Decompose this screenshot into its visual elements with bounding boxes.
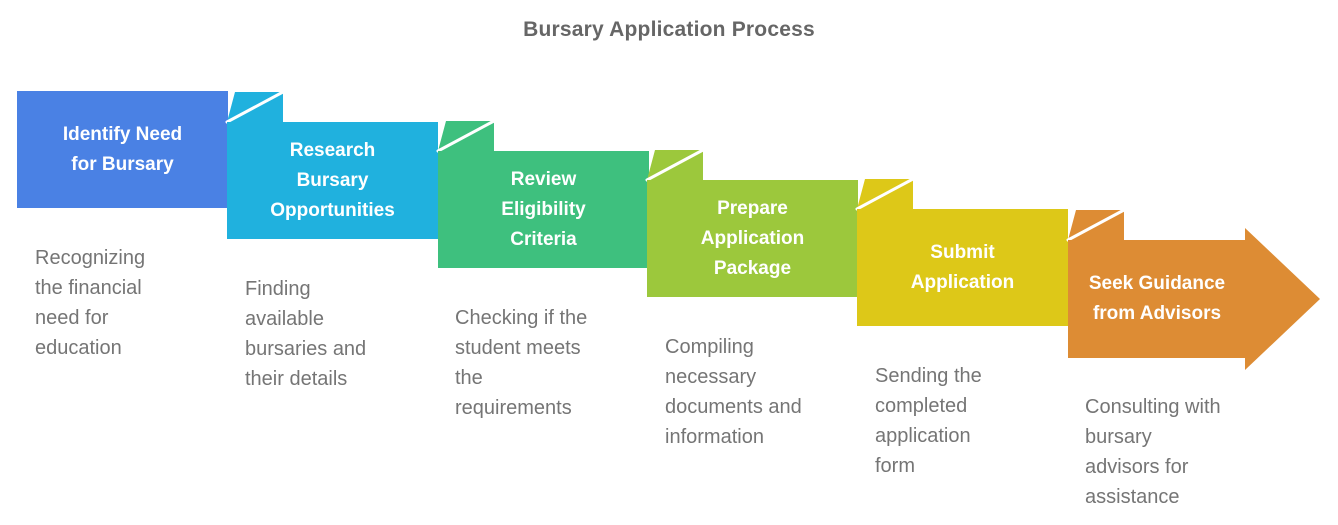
step-6-crease [1066,208,1126,242]
step-1-shape [17,91,228,208]
step-2-shape [225,90,438,239]
step-3-crease [436,119,496,153]
step-2-block [227,122,438,239]
step-3-shape [436,119,649,268]
step-6-arrow [1068,228,1320,370]
step-4-description: Compiling necessary documents and inform… [665,336,802,448]
step-2-crease [225,90,285,124]
step-4-shape [645,148,858,297]
step-5-crease [855,177,915,211]
step-4-crease [645,148,705,182]
page-title: Bursary Application Process [523,18,815,41]
step-1-description: Recognizing the financial need for educa… [35,247,146,359]
step-2-description: Finding available bursaries and their de… [245,278,367,390]
step-4-block [647,180,858,297]
step-5-block [857,209,1068,326]
step-3-label: Review Eligibility Criteria [501,168,586,250]
step-6-label: Seek Guidance from Advisors [1088,273,1226,324]
step-5-label: Submit Application [910,241,1015,293]
step-5-shape [855,177,1068,326]
step-2-label: Research Bursary Opportunities [270,139,395,221]
step-1-label: Identify Need for Bursary [62,123,183,175]
step-6-shape [1066,208,1320,370]
step-1-block [17,91,228,208]
step-6-description: Consulting with bursary advisors for ass… [1085,396,1221,508]
step-3-description: Checking if the student meets the requir… [455,307,588,419]
step-5-description: Sending the completed application form [875,365,982,477]
step-4-label: Prepare Application Package [700,197,805,279]
step-3-block [438,151,649,268]
